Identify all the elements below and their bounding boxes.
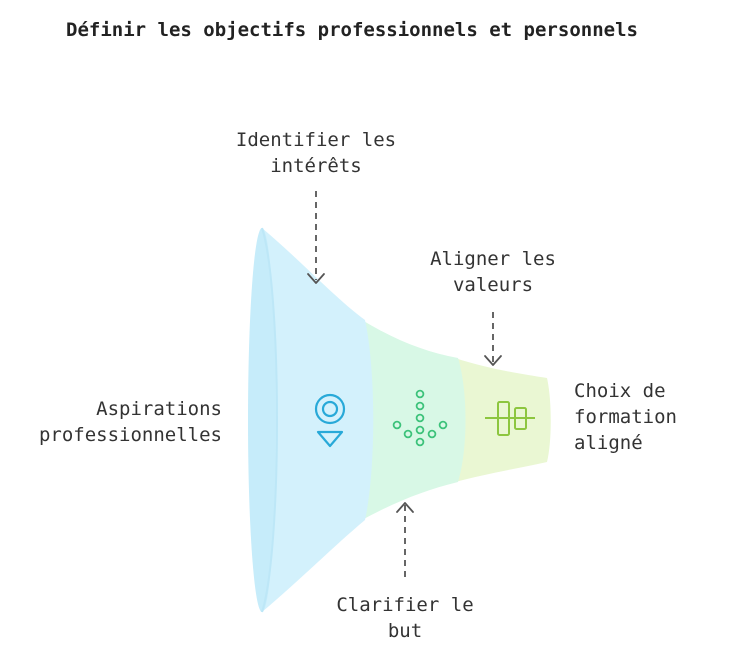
stage-label-clarify-goal: Clarifier le but bbox=[305, 592, 505, 644]
stage-label-line: Aligner les bbox=[430, 248, 556, 270]
stage-label-line: Clarifier le bbox=[336, 594, 474, 616]
funnel-stage-align-values bbox=[455, 358, 551, 482]
funnel-mouth bbox=[248, 228, 276, 612]
arrow-identify-interests bbox=[307, 191, 325, 284]
output-label-line: Choix de bbox=[574, 380, 666, 402]
funnel-stage-identify-interests bbox=[262, 228, 374, 612]
stage-label-line: but bbox=[387, 620, 423, 642]
stage-label-line: valeurs bbox=[452, 274, 534, 296]
stage-label-identify-interests: Identifier les intérêts bbox=[211, 127, 421, 179]
funnel-input-label: Aspirations professionnelles bbox=[10, 396, 222, 448]
diagram-title: Définir les objectifs professionnels et … bbox=[66, 19, 638, 41]
funnel-stage-clarify-goal bbox=[362, 320, 466, 520]
converging-dots-icon bbox=[392, 389, 448, 447]
funnel-output-label: Choix de formation aligné bbox=[574, 378, 724, 456]
input-label-line: professionnelles bbox=[38, 424, 222, 446]
arrow-align-values bbox=[484, 312, 502, 366]
funnel-mouth-edge bbox=[261, 227, 278, 613]
arrow-clarify-goal bbox=[396, 502, 414, 582]
output-label-line: formation bbox=[574, 406, 677, 428]
input-label-line: Aspirations bbox=[96, 398, 222, 420]
stage-label-align-values: Aligner les valeurs bbox=[393, 246, 593, 298]
stage-label-line: Identifier les bbox=[235, 129, 397, 151]
output-label-line: aligné bbox=[574, 432, 643, 454]
stage-label-line: intérêts bbox=[270, 155, 362, 177]
target-icon bbox=[314, 393, 346, 448]
align-center-icon bbox=[485, 401, 535, 436]
